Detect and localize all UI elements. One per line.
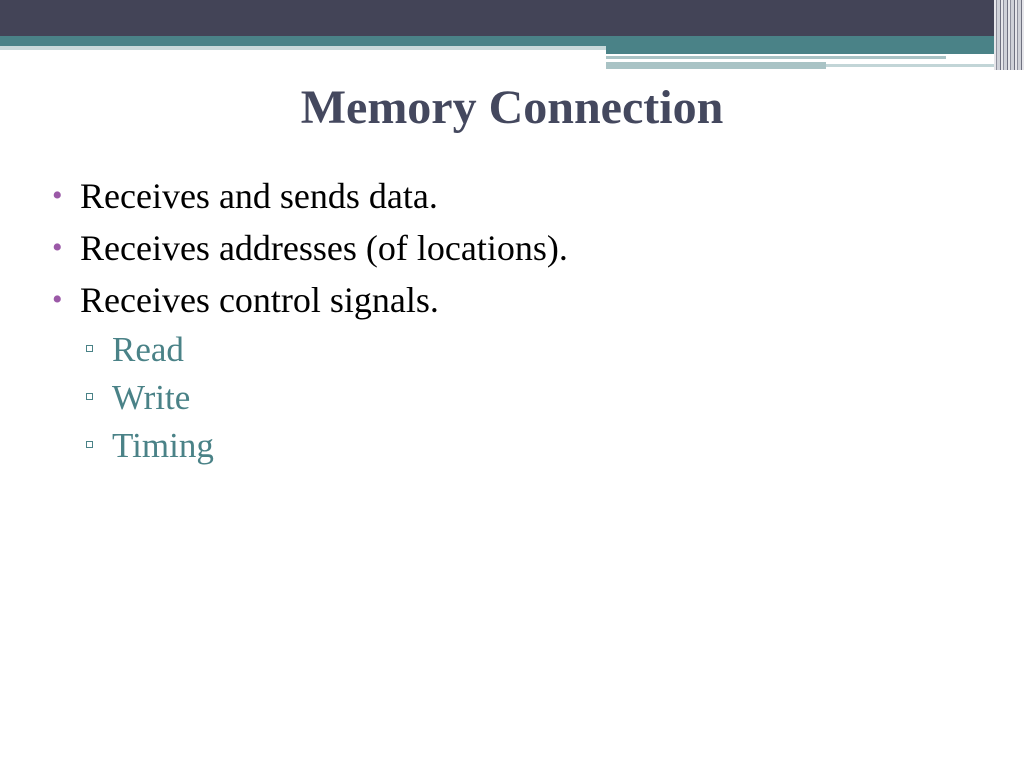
bullet-text: Receives addresses (of locations). (80, 228, 568, 268)
square-bullet-icon (86, 345, 93, 352)
bullet-dot-icon: • (52, 179, 63, 212)
sub-bullet-list: Read Write Timing (52, 326, 568, 470)
bullet-text: Receives control signals. (80, 280, 439, 320)
square-bullet-icon (86, 393, 93, 400)
sub-bullet-item: Timing (52, 422, 568, 470)
bullet-item: • Receives addresses (of locations). (52, 222, 568, 274)
bullet-list: • Receives and sends data. • Receives ad… (52, 170, 568, 470)
header-teal-band (0, 36, 1024, 46)
header-teal-extension (606, 46, 1024, 54)
sub-bullet-text: Write (112, 378, 191, 417)
header-accent-line (606, 62, 826, 69)
sub-bullet-group: Read Write Timing (52, 326, 568, 470)
header-dark-band (0, 0, 1024, 36)
bullet-dot-icon: • (52, 283, 63, 316)
header-accent-line (826, 64, 1002, 67)
header-light-bar (0, 46, 606, 50)
bullet-item: • Receives control signals. (52, 274, 568, 326)
bullet-text: Receives and sends data. (80, 176, 438, 216)
square-bullet-icon (86, 441, 93, 448)
bullet-item: • Receives and sends data. (52, 170, 568, 222)
bullet-dot-icon: • (52, 231, 63, 264)
sub-bullet-item: Read (52, 326, 568, 374)
slide-title: Memory Connection (300, 81, 724, 134)
header-stripes (994, 0, 1024, 70)
sub-bullet-item: Write (52, 374, 568, 422)
header-accent-line (606, 56, 946, 59)
sub-bullet-text: Read (112, 330, 184, 369)
sub-bullet-text: Timing (112, 426, 214, 465)
